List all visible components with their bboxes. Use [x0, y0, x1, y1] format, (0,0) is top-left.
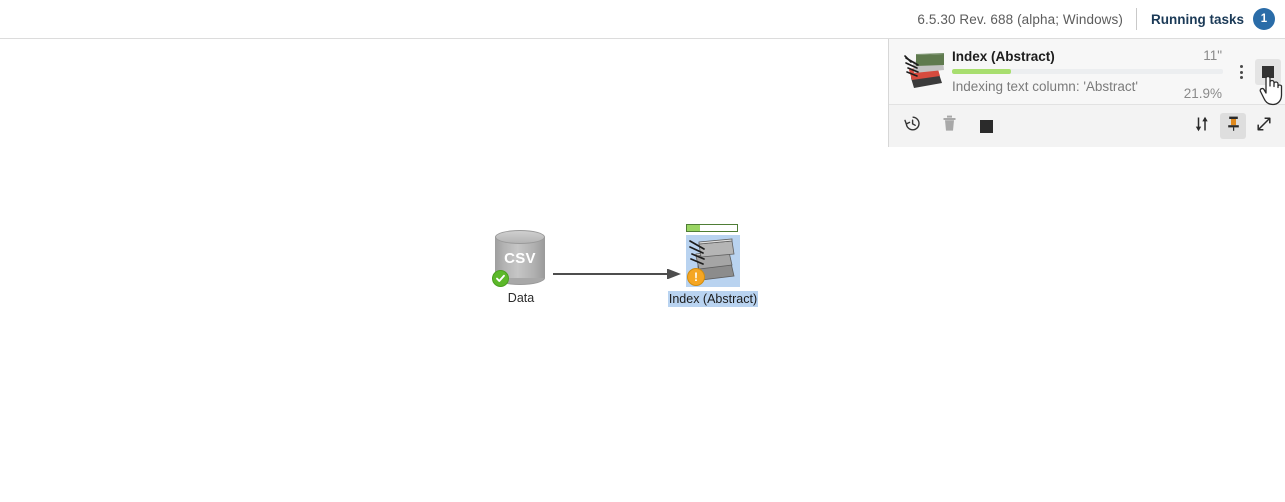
stop-square-icon — [979, 119, 993, 133]
expand-button[interactable] — [1251, 113, 1277, 139]
version-text: 6.5.30 Rev. 688 (alpha; Windows) — [917, 11, 1123, 27]
sort-arrows-icon — [1193, 115, 1211, 138]
edge-data-to-index — [553, 266, 681, 280]
toolbar-left-group — [899, 105, 999, 147]
node-progress-bar — [686, 224, 738, 232]
top-header-bar: 6.5.30 Rev. 688 (alpha; Windows) Running… — [0, 0, 1285, 39]
check-ok-badge — [492, 270, 509, 287]
warning-badge: ! — [687, 268, 705, 286]
trash-icon — [942, 115, 957, 137]
cylinder-top — [495, 230, 545, 244]
index-stack-icon — [902, 50, 946, 92]
csv-label: CSV — [504, 250, 536, 267]
history-clock-icon — [903, 115, 921, 137]
csv-cylinder-icon: CSV — [492, 230, 545, 287]
header-separator — [1135, 8, 1137, 30]
task-info: Index (Abstract) Indexing text column: '… — [952, 48, 1223, 95]
pin-button[interactable] — [1220, 113, 1246, 139]
header-right-group: 6.5.30 Rev. 688 (alpha; Windows) Running… — [917, 0, 1277, 38]
expand-diagonal-icon — [1255, 115, 1273, 138]
stop-all-button[interactable] — [973, 113, 999, 139]
history-button[interactable] — [899, 113, 925, 139]
task-title: Index (Abstract) — [952, 49, 1055, 64]
task-row[interactable]: Index (Abstract) Indexing text column: '… — [889, 39, 1285, 105]
node-data[interactable]: CSV Data — [492, 230, 547, 305]
task-percent-label: 21.9% — [1183, 86, 1222, 101]
task-status-text: Indexing text column: 'Abstract' — [952, 79, 1138, 94]
running-tasks-panel: Index (Abstract) Indexing text column: '… — [888, 39, 1285, 147]
node-index-caption: Index (Abstract) — [668, 291, 758, 307]
running-tasks-label[interactable]: Running tasks — [1150, 11, 1244, 27]
tasks-panel-toolbar — [889, 105, 1285, 147]
workflow-canvas[interactable]: CSV Data — [0, 39, 888, 502]
task-progress-bar — [952, 69, 1223, 74]
pin-icon — [1225, 115, 1242, 137]
task-progress-fill — [952, 69, 1012, 74]
task-stop-button[interactable] — [1255, 59, 1281, 85]
running-tasks-count-badge[interactable]: 1 — [1253, 8, 1275, 30]
task-elapsed-time: 11" — [1203, 48, 1222, 63]
delete-button[interactable] — [936, 113, 962, 139]
node-progress-fill — [687, 225, 700, 231]
sort-button[interactable] — [1189, 113, 1215, 139]
stop-square-icon — [1262, 66, 1274, 78]
kebab-menu-icon[interactable] — [1233, 63, 1249, 81]
toolbar-right-group — [1189, 105, 1277, 147]
node-index-abstract[interactable]: ! Index (Abstract) — [668, 224, 758, 307]
index-stack-node-icon: ! — [686, 235, 740, 287]
node-data-caption: Data — [507, 291, 535, 305]
